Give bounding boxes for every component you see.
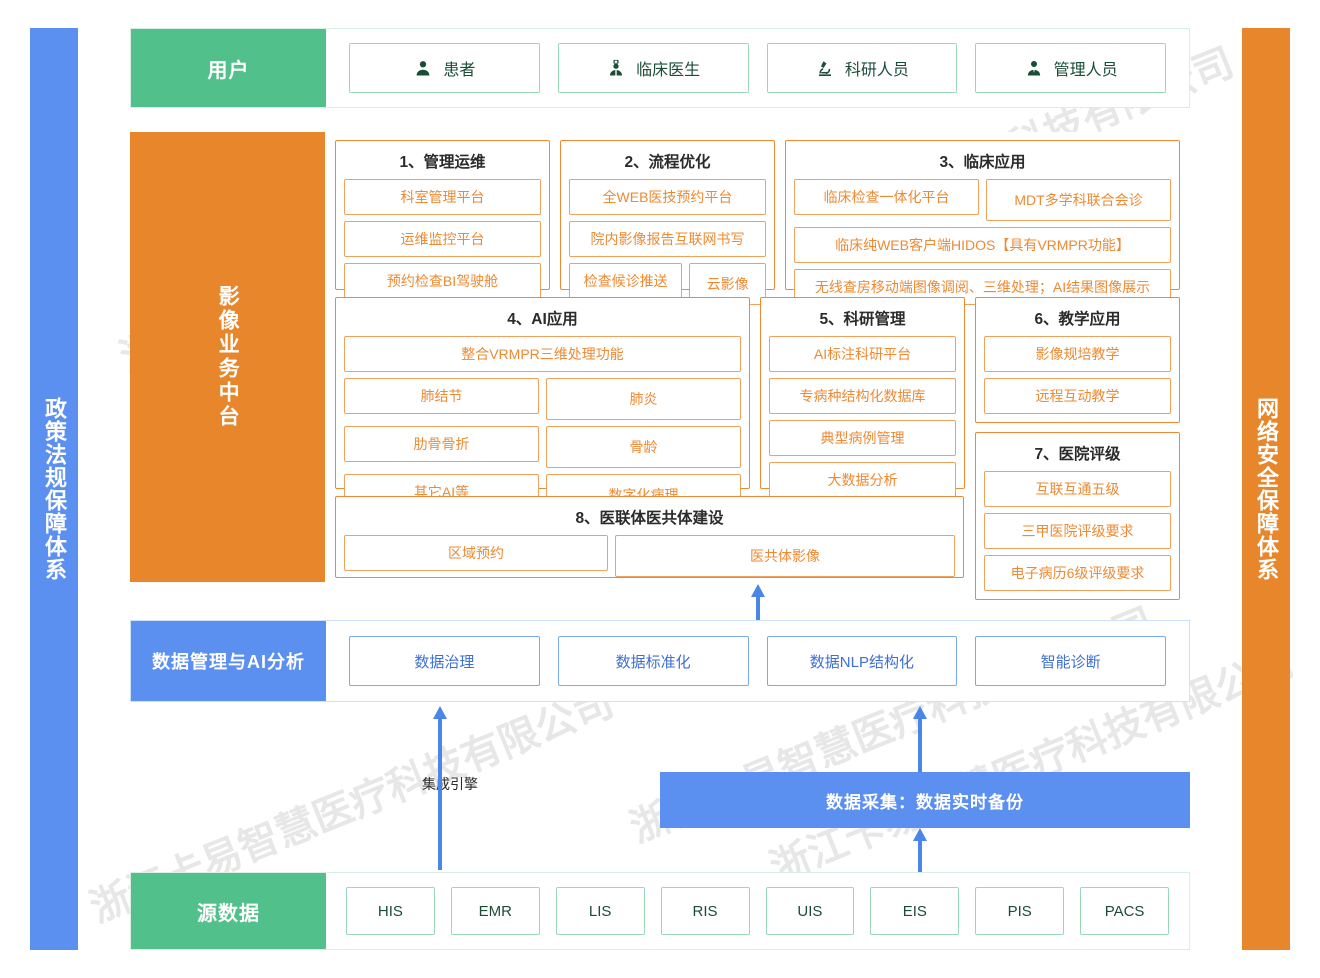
item-cell[interactable]: 整合VRMPR三维处理功能 — [344, 336, 741, 372]
item-row: 区域预约 医共体影像 — [344, 535, 955, 577]
item-cell[interactable]: 科室管理平台 — [344, 179, 541, 215]
person-icon — [413, 58, 433, 78]
source-data-band: 源数据 HIS EMR LIS RIS UIS EIS PIS PACS — [130, 872, 1190, 950]
data-cell-intelligent-diagnosis[interactable]: 智能诊断 — [975, 636, 1166, 686]
item-cell[interactable]: 肺炎 — [546, 378, 741, 420]
item-cell[interactable]: 全WEB医技预约平台 — [569, 179, 766, 215]
item-cell[interactable]: 临床检查一体化平台 — [794, 179, 979, 215]
data-collection-box: 数据采集：数据实时备份 — [660, 772, 1190, 828]
item-row: 临床检查一体化平台 MDT多学科联合会诊 — [794, 179, 1171, 221]
data-management-band: 数据管理与AI分析 数据治理 数据标准化 数据NLP结构化 智能诊断 — [130, 620, 1190, 702]
user-chip-label: 患者 — [443, 62, 476, 79]
item-cell[interactable]: 骨龄 — [546, 426, 741, 468]
arrow-collection-to-data — [913, 706, 927, 772]
item-cell[interactable]: 院内影像报告互联网书写 — [569, 221, 766, 257]
item-cell[interactable]: 临床纯WEB客户端HIDOS【具有VRMPR功能】 — [794, 227, 1171, 263]
item-cell[interactable]: AI标注科研平台 — [769, 336, 956, 372]
group-management-ops: 1、管理运维 科室管理平台 运维监控平台 预约检查BI驾驶舱 — [335, 140, 550, 299]
source-cell-uis[interactable]: UIS — [765, 887, 855, 935]
item-cell[interactable]: 远程互动教学 — [984, 378, 1171, 414]
users-band: 用户 患者 — [130, 28, 1190, 108]
imaging-platform-body: 1、管理运维 科室管理平台 运维监控平台 预约检查BI驾驶舱 2、流程优化 全W… — [325, 132, 1190, 600]
data-management-body: 数据治理 数据标准化 数据NLP结构化 智能诊断 — [326, 621, 1189, 701]
network-security-label: 网络安全保障体系 — [1253, 397, 1279, 581]
item-cell[interactable]: 运维监控平台 — [344, 221, 541, 257]
item-cell[interactable]: 区域预约 — [344, 535, 608, 571]
main-stack: 用户 患者 — [130, 28, 1190, 950]
platform-row-3: 8、医联体医共体建设 区域预约 医共体影像 — [335, 496, 1180, 578]
user-chip-clinician[interactable]: 临床医生 — [557, 43, 749, 93]
group-title: 2、流程优化 — [624, 154, 711, 171]
item-cell[interactable]: 检查候诊推送 — [569, 263, 683, 299]
user-chip-label: 科研人员 — [844, 62, 909, 79]
item-cell[interactable]: 肺结节 — [344, 378, 539, 414]
source-cell-emr[interactable]: EMR — [450, 887, 540, 935]
item-row: 肋骨骨折 骨龄 — [344, 426, 741, 468]
arrow-source-to-collection — [913, 828, 927, 872]
item-cell[interactable]: 电子病历6级评级要求 — [984, 555, 1171, 591]
data-cell-governance[interactable]: 数据治理 — [349, 636, 540, 686]
item-cell[interactable]: 典型病例管理 — [769, 420, 956, 456]
user-chip-patient[interactable]: 患者 — [349, 43, 540, 93]
item-cell[interactable]: 专病种结构化数据库 — [769, 378, 956, 414]
source-cell-his[interactable]: HIS — [346, 887, 435, 935]
group-clinical-application: 3、临床应用 临床检查一体化平台 MDT多学科联合会诊 临床纯WEB客户端HID… — [785, 140, 1180, 305]
network-security-sidebar: 网络安全保障体系 — [1242, 28, 1290, 950]
data-cell-nlp[interactable]: 数据NLP结构化 — [766, 636, 958, 686]
item-cell[interactable]: 大数据分析 — [769, 462, 956, 498]
source-cell-ris[interactable]: RIS — [660, 887, 750, 935]
group-title: 5、科研管理 — [819, 311, 906, 328]
platform-right-column: 6、教学应用 影像规培教学 远程互动教学 7、医院评级 互联互通五级 三甲医院评… — [975, 297, 1180, 600]
platform-row-2: 4、AI应用 整合VRMPR三维处理功能 肺结节 肺炎 肋骨骨折 骨龄 — [335, 297, 1180, 600]
integration-engine-label: 集成引擎 — [422, 776, 478, 792]
group-title: 8、医联体医共体建设 — [575, 510, 724, 527]
item-cell[interactable]: 肋骨骨折 — [344, 426, 539, 462]
source-data-label: 源数据 — [131, 873, 326, 949]
group-hospital-rating: 7、医院评级 互联互通五级 三甲医院评级要求 电子病历6级评级要求 — [975, 432, 1180, 600]
group-research-management: 5、科研管理 AI标注科研平台 专病种结构化数据库 典型病例管理 大数据分析 — [760, 297, 965, 498]
imaging-platform-label: 影像业务中台 — [130, 132, 325, 582]
group-process-optimization: 2、流程优化 全WEB医技预约平台 院内影像报告互联网书写 检查候诊推送 云影像 — [560, 140, 775, 305]
connector-zone: 数据采集：数据实时备份 集成引擎 — [130, 702, 1190, 872]
item-cell[interactable]: 预约检查BI驾驶舱 — [344, 263, 541, 299]
arrow-engine-to-data — [433, 706, 447, 870]
group-title: 4、AI应用 — [507, 311, 578, 328]
item-cell[interactable]: 影像规培教学 — [984, 336, 1171, 372]
user-chip-administrator[interactable]: 管理人员 — [975, 43, 1166, 93]
group-teaching-application: 6、教学应用 影像规培教学 远程互动教学 — [975, 297, 1180, 423]
source-cell-pacs[interactable]: PACS — [1080, 887, 1169, 935]
policy-regulation-sidebar: 政策法规保障体系 — [30, 28, 78, 950]
policy-regulation-label: 政策法规保障体系 — [41, 397, 67, 581]
user-chip-label: 临床医生 — [636, 62, 701, 79]
group-medical-consortium: 8、医联体医共体建设 区域预约 医共体影像 — [335, 496, 964, 578]
group-title: 1、管理运维 — [399, 154, 486, 171]
imaging-platform-label-text: 影像业务中台 — [216, 285, 240, 429]
imaging-platform-band: 影像业务中台 1、管理运维 科室管理平台 运维监控平台 预约检查BI驾驶舱 2、 — [130, 132, 1190, 600]
user-chip-researcher[interactable]: 科研人员 — [766, 43, 958, 93]
users-band-label: 用户 — [131, 29, 326, 107]
data-cell-standardization[interactable]: 数据标准化 — [557, 636, 749, 686]
group-title: 6、教学应用 — [1034, 311, 1121, 328]
item-cell[interactable]: 三甲医院评级要求 — [984, 513, 1171, 549]
group-ai-application: 4、AI应用 整合VRMPR三维处理功能 肺结节 肺炎 肋骨骨折 骨龄 — [335, 297, 750, 516]
source-cell-eis[interactable]: EIS — [870, 887, 960, 935]
group-title: 3、临床应用 — [939, 154, 1026, 171]
microscope-icon — [815, 58, 835, 78]
item-cell[interactable]: 互联互通五级 — [984, 471, 1171, 507]
source-cell-lis[interactable]: LIS — [555, 887, 645, 935]
arrow-data-to-platform — [751, 584, 765, 620]
users-band-body: 患者 临床医生 — [326, 29, 1189, 107]
item-row: 肺结节 肺炎 — [344, 378, 741, 420]
source-cell-pis[interactable]: PIS — [975, 887, 1065, 935]
item-cell[interactable]: 医共体影像 — [614, 535, 955, 577]
data-management-label: 数据管理与AI分析 — [131, 621, 326, 701]
user-chip-label: 管理人员 — [1053, 62, 1118, 79]
source-data-body: HIS EMR LIS RIS UIS EIS PIS PACS — [326, 873, 1189, 949]
item-cell[interactable]: MDT多学科联合会诊 — [986, 179, 1171, 221]
platform-row-1: 1、管理运维 科室管理平台 运维监控平台 预约检查BI驾驶舱 2、流程优化 全W… — [335, 140, 1180, 305]
doctor-icon — [606, 58, 626, 78]
manager-icon — [1024, 58, 1044, 78]
group-title: 7、医院评级 — [1034, 446, 1121, 463]
